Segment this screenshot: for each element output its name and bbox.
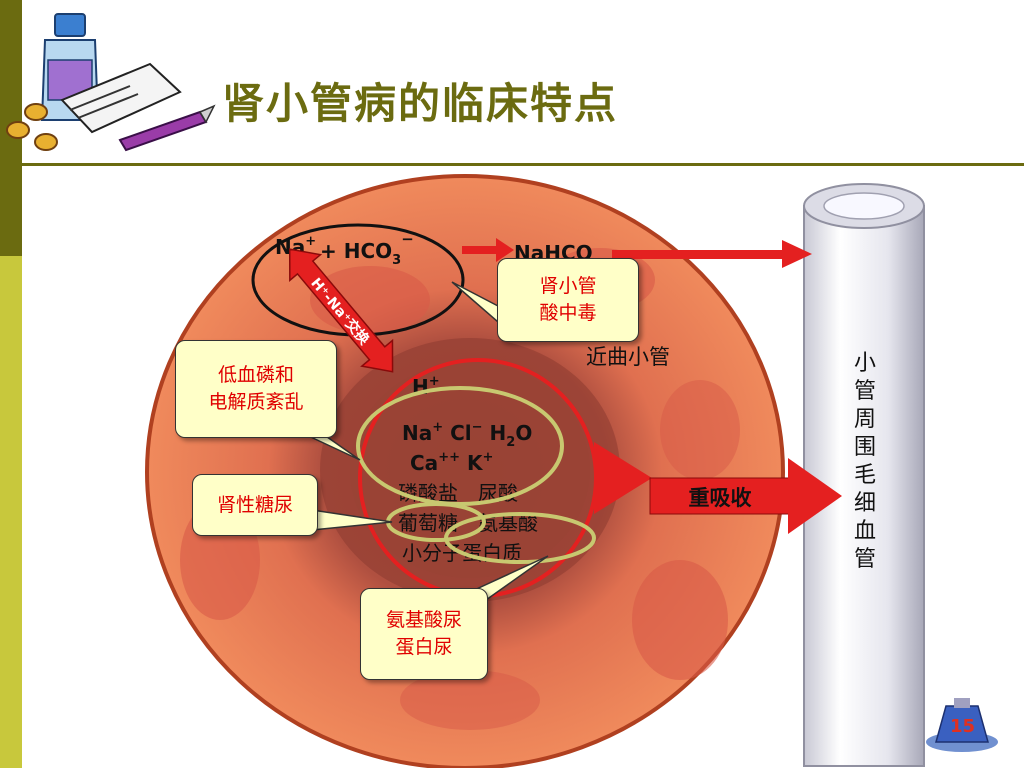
title-divider — [22, 163, 1024, 166]
amino-protein-highlight-ring — [444, 512, 596, 564]
sidebar-segment — [0, 512, 22, 768]
reabsorb-label: 重吸收 — [689, 486, 752, 510]
callout-acidosis-text: 肾小管 酸中毒 — [539, 275, 597, 324]
left-sidebar — [0, 0, 22, 768]
callout-glycosuria-text: 肾性糖尿 — [216, 493, 293, 516]
flask-icon — [926, 698, 998, 752]
electrolyte-highlight-ring — [356, 386, 564, 506]
capillary-label: 小 管 周 围 毛 细 血 管 — [853, 351, 876, 572]
pills-icon — [6, 103, 58, 151]
slide-title: 肾小管病的临床特点 — [222, 79, 619, 128]
arrow-to-nahco3 — [462, 238, 514, 262]
arrow-to-capillary — [612, 240, 812, 268]
ions-line-2: Ca++ K+ — [410, 450, 493, 475]
callout-aminoaciduria: 氨基酸尿 蛋白尿 — [360, 588, 488, 680]
page-number: 15 — [950, 716, 976, 737]
pen-icon — [118, 104, 216, 152]
callout-hypophosphatemia: 低血磷和 电解质紊乱 — [175, 340, 337, 438]
callout-glycosuria: 肾性糖尿 — [192, 474, 318, 536]
callout-hypophosphatemia-text: 低血磷和 电解质紊乱 — [208, 364, 304, 413]
sidebar-segment — [0, 256, 22, 512]
segment-label: 近曲小管 — [586, 345, 670, 369]
reabsorption-arrow: 重吸收 — [594, 442, 842, 534]
callout-acidosis: 肾小管 酸中毒 — [497, 258, 639, 342]
callout-aminoaciduria-text: 氨基酸尿 蛋白尿 — [385, 609, 462, 658]
formula-hco3: + HCO3− — [320, 230, 414, 268]
medicine-clipart — [6, 13, 216, 152]
prescription-pad-icon — [60, 62, 182, 134]
ions-line-1: Na+ Cl− H2O — [402, 420, 532, 450]
